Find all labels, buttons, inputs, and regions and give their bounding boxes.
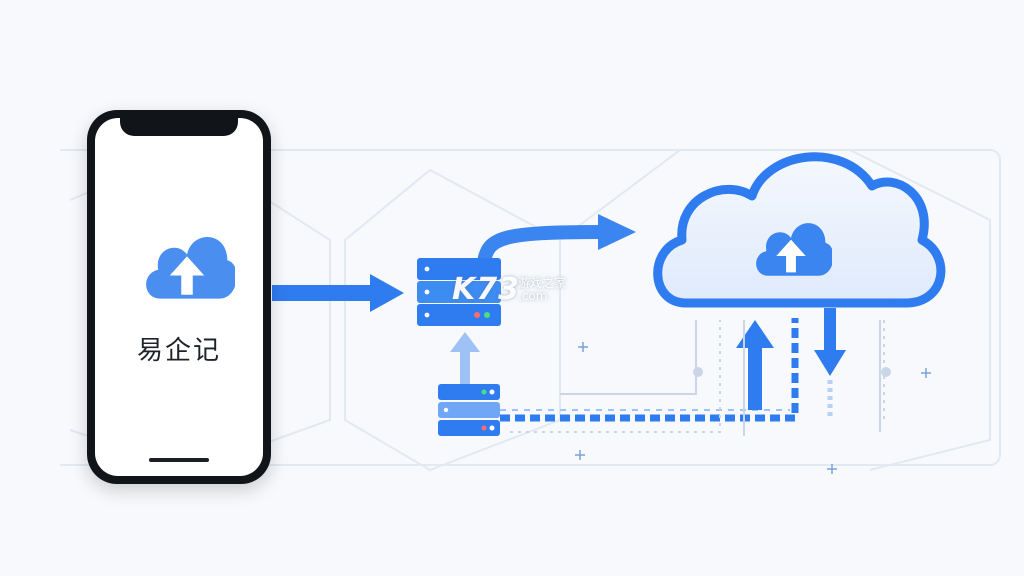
app-name-label: 易企记 bbox=[136, 336, 221, 366]
phone-to-server-arrow bbox=[272, 274, 404, 312]
sparkle-decorations bbox=[575, 342, 931, 474]
watermark-logo: K73 bbox=[452, 272, 520, 307]
circuit-lines bbox=[510, 320, 891, 436]
server-up-arrow bbox=[450, 332, 480, 384]
home-indicator bbox=[149, 458, 209, 462]
download-arrow bbox=[814, 308, 846, 420]
phone-device: 易企记 bbox=[87, 110, 271, 484]
cloud-upload-icon bbox=[756, 223, 832, 276]
upload-arrow bbox=[736, 320, 774, 410]
server-upper bbox=[417, 258, 501, 326]
watermark-domain: .com bbox=[518, 289, 548, 303]
watermark: K73 游戏之家 .com bbox=[452, 272, 566, 307]
phone-notch bbox=[120, 118, 238, 136]
server-lower bbox=[438, 384, 500, 436]
cloud-upload-icon bbox=[146, 237, 235, 299]
watermark-site-name: 游戏之家 bbox=[518, 276, 567, 290]
data-stream-line bbox=[500, 318, 799, 422]
server-to-cloud-arrow bbox=[477, 214, 636, 269]
phone-screen: 易企记 bbox=[95, 118, 263, 476]
